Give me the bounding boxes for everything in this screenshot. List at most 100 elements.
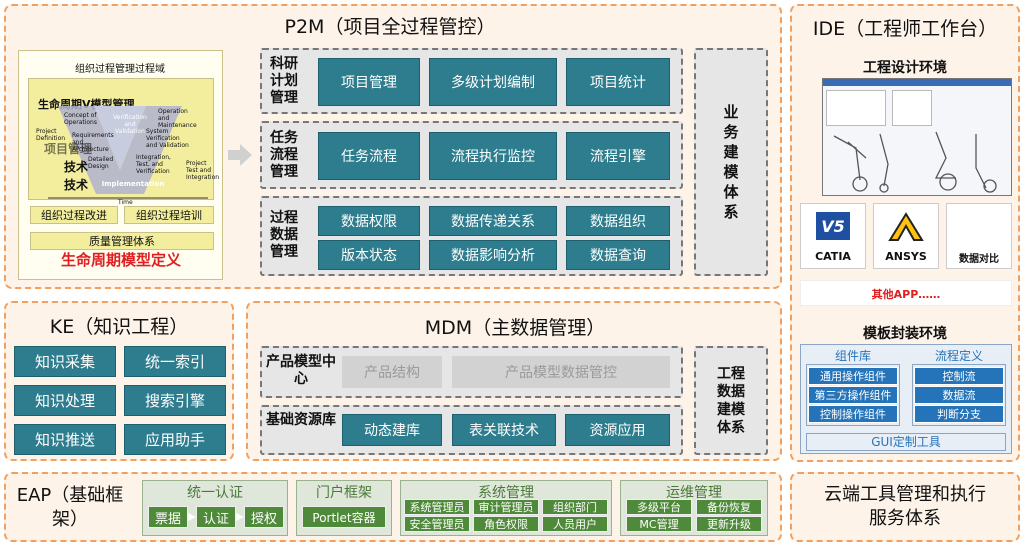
quality-system-box: 质量管理体系: [30, 232, 214, 250]
v-left-label-3: Detailed Design: [88, 156, 114, 170]
flow-monitor-button[interactable]: 流程执行监控: [429, 132, 557, 180]
p2m-row-research-label: 科研计划管理: [270, 56, 298, 106]
lifecycle-domain: 组织过程管理过程域: [75, 64, 165, 75]
resource-lib-label: 基础资源库: [266, 412, 336, 428]
flow-def-box: [912, 364, 1006, 426]
screenshot-titlebar: [823, 79, 1011, 86]
template-env-title: 模板封装环境: [863, 326, 947, 342]
flow-engine-button[interactable]: 流程引擎: [566, 132, 670, 180]
business-modeling-label: 业务建模体系: [723, 103, 739, 221]
other-app-box[interactable]: [800, 280, 1012, 306]
arrow-right-icon: [228, 144, 252, 166]
v-implementation-label: Implementation: [101, 180, 165, 188]
version-status-button[interactable]: 版本状态: [318, 240, 420, 270]
portlet-container-button[interactable]: Portlet容器: [302, 506, 386, 528]
ansys-logo-icon: [888, 212, 924, 241]
org-process-training-button[interactable]: 组织过程培训: [124, 206, 214, 224]
data-organization-button[interactable]: 数据组织: [566, 206, 670, 236]
p2m-row-data-label: 过程数据管理: [270, 210, 298, 260]
p2m-title: P2M（项目全过程管控）: [284, 16, 496, 38]
data-compare-app[interactable]: [946, 203, 1012, 269]
auth-group-title: 统一认证: [187, 485, 243, 501]
branch-item[interactable]: 判断分支: [914, 405, 1004, 423]
v-project-definition-label: Project Definition: [36, 128, 66, 142]
project-management-button[interactable]: 项目管理: [318, 58, 420, 106]
cloud-panel: [790, 472, 1020, 542]
v-verification-label: Verification and Validation: [113, 114, 147, 135]
ops-group-title: 运维管理: [666, 485, 722, 501]
general-op-component[interactable]: 通用操作组件: [808, 367, 898, 385]
v-left-label-2: Requirements and Architecture: [72, 132, 114, 153]
sys-admin-button[interactable]: 系统管理员: [404, 499, 470, 515]
auth-button[interactable]: 认证: [196, 506, 236, 528]
cloud-title: 云端工具管理和执行服务体系: [824, 484, 986, 529]
ke-title: KE（知识工程）: [49, 316, 189, 338]
auth-arrows-icon: [188, 513, 244, 521]
v-project-test-label: Project Test and Integration: [186, 160, 220, 181]
backup-restore-button[interactable]: 备份恢复: [696, 499, 762, 515]
project-stats-button[interactable]: 项目统计: [566, 58, 670, 106]
data-flow-item[interactable]: 数据流: [914, 386, 1004, 404]
component-lib-box: [806, 364, 900, 426]
screenshot-form-2: [892, 90, 932, 126]
grant-button[interactable]: 授权: [244, 506, 284, 528]
product-model-data-button[interactable]: 产品模型数据管控: [452, 356, 670, 388]
other-app-label: 其他APP……: [871, 288, 941, 301]
lifecycle-caption: 生命周期模型定义: [60, 251, 181, 269]
personnel-button[interactable]: 人员用户: [542, 516, 608, 532]
third-party-op-component[interactable]: 第三方操作组件: [808, 386, 898, 404]
data-transfer-button[interactable]: 数据传递关系: [429, 206, 557, 236]
multi-plan-button[interactable]: 多级计划编制: [429, 58, 557, 106]
update-upgrade-button[interactable]: 更新升级: [696, 516, 762, 532]
security-admin-button[interactable]: 安全管理员: [404, 516, 470, 532]
screenshot-form: [826, 90, 886, 126]
task-flow-button[interactable]: 任务流程: [318, 132, 420, 180]
resource-apply-button[interactable]: 资源应用: [565, 414, 670, 446]
v-right-label-1: Operation and Maintenance: [158, 108, 197, 129]
design-env-title: 工程设计环境: [863, 60, 947, 76]
control-op-component[interactable]: 控制操作组件: [808, 405, 898, 423]
lifecycle-side-item-2: 技术: [64, 160, 89, 174]
vmodel-diagram: [48, 106, 208, 199]
engineering-modeling-label: 工程数据建模体系: [717, 366, 745, 436]
engineering-modeling-box: [694, 346, 768, 455]
lifecycle-side-item-3: 技术: [64, 178, 89, 192]
gui-tool-label[interactable]: GUI定制工具: [806, 433, 1006, 451]
ticket-button[interactable]: 票据: [148, 506, 188, 528]
portal-group-title: 门户框架: [316, 485, 372, 501]
catia-logo-icon: V5: [816, 212, 850, 240]
data-impact-button[interactable]: 数据影响分析: [429, 240, 557, 270]
app-assistant-button[interactable]: 应用助手: [124, 424, 226, 455]
product-structure-button[interactable]: 产品结构: [342, 356, 442, 388]
mc-mgmt-button[interactable]: MC管理: [626, 516, 692, 532]
search-engine-button[interactable]: 搜索引擎: [124, 385, 226, 416]
v-right-label-2: System Verification and Validation: [146, 128, 189, 149]
mdm-title: MDM（主数据管理）: [424, 317, 606, 339]
table-association-button[interactable]: 表关联技术: [452, 414, 556, 446]
v-right-label-3: Integration, Test, and Verification: [136, 154, 171, 175]
sys-mgmt-group-title: 系统管理: [478, 485, 534, 501]
flow-def-title: 流程定义: [934, 349, 983, 363]
org-process-improve-button[interactable]: 组织过程改进: [30, 206, 118, 224]
ide-title: IDE（工程师工作台）: [812, 18, 998, 40]
v-left-label-1: Concept of Operations: [64, 112, 97, 126]
knowledge-push-button[interactable]: 知识推送: [14, 424, 116, 455]
control-flow-item[interactable]: 控制流: [914, 367, 1004, 385]
data-permission-button[interactable]: 数据权限: [318, 206, 420, 236]
lifecycle-side-item-1: 项目管理: [44, 142, 93, 156]
dynamic-lib-button[interactable]: 动态建库: [342, 414, 442, 446]
multi-platform-button[interactable]: 多级平台: [626, 499, 692, 515]
knowledge-collect-button[interactable]: 知识采集: [14, 346, 116, 377]
role-permission-button[interactable]: 角色权限: [473, 516, 539, 532]
v-time-label: Time: [118, 199, 133, 206]
eap-title: EAP（基础框架）: [16, 485, 124, 530]
ansys-label: ANSYS: [885, 250, 927, 263]
org-dept-button[interactable]: 组织部门: [542, 499, 608, 515]
knowledge-process-button[interactable]: 知识处理: [14, 385, 116, 416]
data-query-button[interactable]: 数据查询: [566, 240, 670, 270]
unified-index-button[interactable]: 统一索引: [124, 346, 226, 377]
audit-admin-button[interactable]: 审计管理员: [473, 499, 539, 515]
business-modeling-box: [694, 48, 768, 276]
landing-gear-drawing: [833, 131, 997, 193]
p2m-row-task-label: 任务流程管理: [270, 130, 298, 180]
